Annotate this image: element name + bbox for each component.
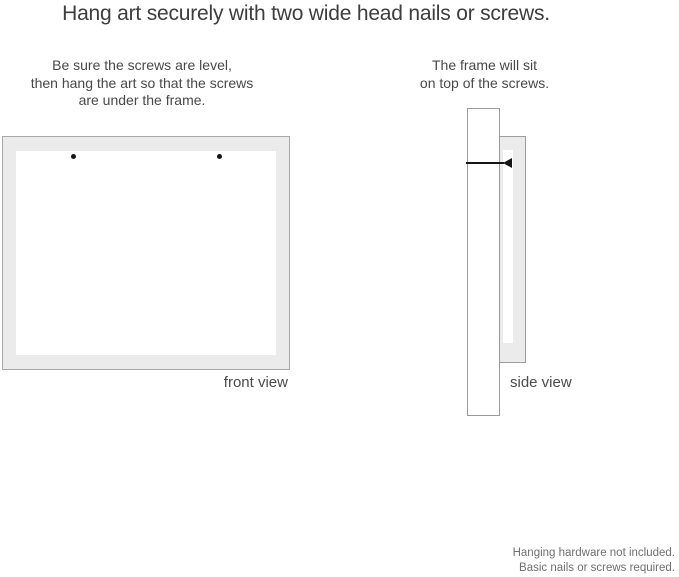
side-view-wall [467, 108, 500, 416]
side-view-label: side view [510, 374, 572, 391]
side-view-artwork-strip [503, 150, 513, 343]
front-view-label: front view [223, 374, 288, 391]
nail-shaft-icon [466, 162, 504, 164]
screw-dot-right-icon [217, 154, 222, 159]
page-title: Hang art securely with two wide head nai… [62, 2, 550, 25]
front-view-artwork [16, 151, 276, 355]
screw-dot-left-icon [71, 154, 76, 159]
side-view-instruction: The frame will sit on top of the screws. [419, 57, 550, 91]
side-view-frame [499, 136, 526, 363]
nail-head-icon [503, 158, 512, 168]
hardware-disclaimer: Hanging hardware not included. Basic nai… [512, 547, 675, 574]
front-view-instruction: Be sure the screws are level, then hang … [30, 57, 254, 108]
front-view-frame [2, 136, 290, 370]
